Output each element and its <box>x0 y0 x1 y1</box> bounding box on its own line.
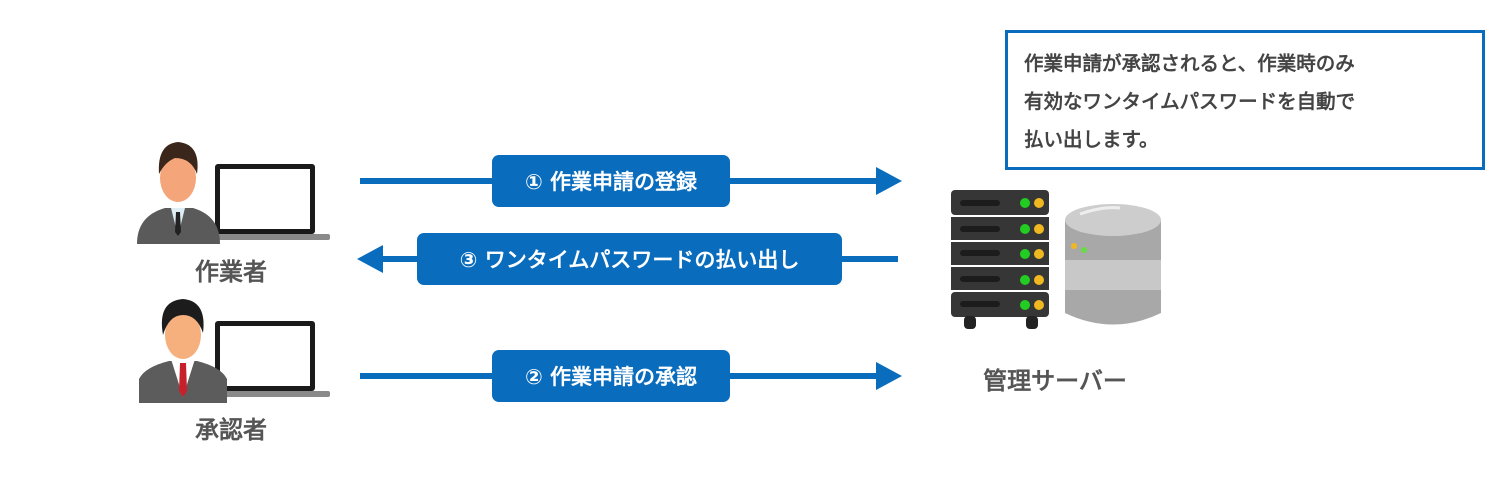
step3-label: ③ ワンタイムパスワードの払い出し <box>417 233 842 285</box>
approver-with-laptop-icon <box>139 299 330 403</box>
note-line: 作業申請が承認されると、作業時のみ <box>1024 52 1355 75</box>
step1-label: ① 作業申請の登録 <box>492 155 730 207</box>
worker-label: 作業者 <box>195 258 267 286</box>
note-line: 有効なワンタイムパスワードを自動で <box>1024 90 1356 113</box>
note-line: 払い出します。 <box>1024 128 1159 151</box>
server-label: 管理サーバー <box>983 367 1127 395</box>
note-box: 作業申請が承認されると、作業時のみ 有効なワンタイムパスワードを自動で 払い出し… <box>1005 30 1485 170</box>
worker-with-laptop-icon <box>137 142 330 244</box>
server-database-icon <box>951 190 1161 329</box>
approver-label: 承認者 <box>195 416 267 444</box>
step2-label: ② 作業申請の承認 <box>492 350 730 402</box>
